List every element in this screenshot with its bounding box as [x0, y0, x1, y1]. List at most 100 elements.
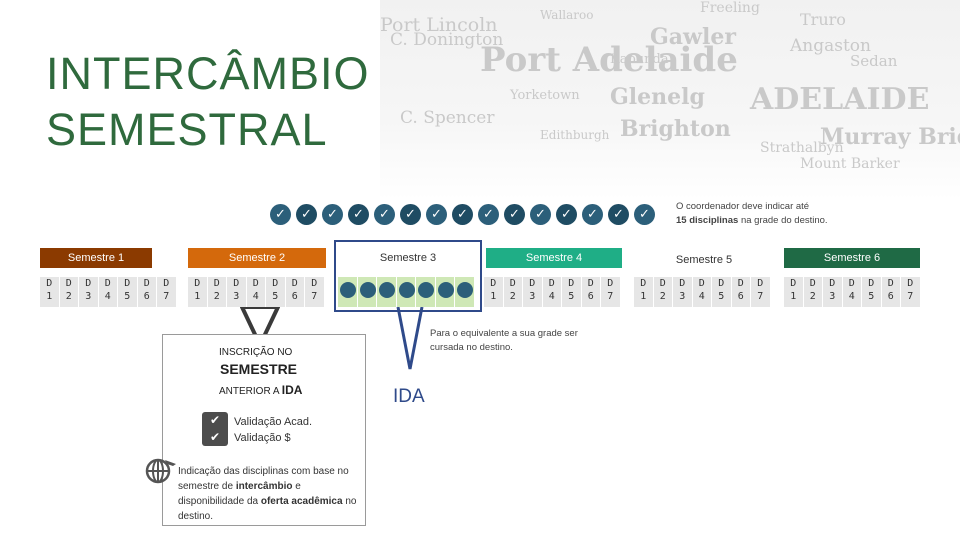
discipline-number: 3 [829, 291, 836, 302]
discipline-number: 1 [194, 291, 201, 302]
discipline-letter: D [887, 278, 894, 289]
semester-3-header: Semestre 3 [338, 248, 478, 268]
check-icon: ✓ [348, 204, 369, 225]
discipline-number: 4 [252, 291, 259, 302]
discipline-letter: D [640, 278, 647, 289]
enrollment-line-2: SEMESTRE [220, 361, 298, 377]
indication-text-e: no destino. [178, 496, 357, 522]
discipline-letter: D [272, 278, 279, 289]
callout-pointer [240, 307, 280, 347]
validation-academic: Validação Acad. [234, 416, 313, 428]
enrollment-line-3-bold: IDA [281, 383, 303, 397]
semester-6-header: Semestre 6 [784, 248, 920, 268]
discipline-number: 7 [311, 291, 318, 302]
discipline-cell [455, 277, 475, 307]
discipline-number: 1 [46, 291, 53, 302]
check-icon: ✓ [556, 204, 577, 225]
discipline-number: 1 [490, 291, 497, 302]
ida-label: IDA [393, 386, 425, 407]
check-icon: ✓ [478, 204, 499, 225]
discipline-number: 2 [509, 291, 516, 302]
discipline-letter: D [104, 278, 111, 289]
discipline-cell [396, 277, 416, 307]
discipline-letter: D [291, 278, 298, 289]
discipline-number: 7 [757, 291, 764, 302]
semester-1-header: Semestre 1 [40, 248, 152, 268]
check-icon [398, 282, 415, 298]
coordinator-note-bold: 15 disciplinas [676, 215, 739, 226]
discipline-letter: D [548, 278, 555, 289]
discipline-letter: D [809, 278, 816, 289]
check-icon: ✓ [452, 204, 473, 225]
indication-text-b: intercâmbio [235, 481, 293, 492]
discipline-number: 6 [143, 291, 150, 302]
check-icon [437, 282, 454, 298]
discipline-letter: D [194, 278, 201, 289]
discipline-letter: D [868, 278, 875, 289]
map-label: Wallaroo [540, 8, 594, 22]
discipline-cell [377, 277, 397, 307]
check-icon: ✓ [504, 204, 525, 225]
discipline-number: 3 [85, 291, 92, 302]
check-icon: ✓ [582, 204, 603, 225]
ida-pointer [396, 307, 424, 370]
title-line-2: SEMESTRAL [46, 104, 328, 155]
discipline-letter: D [143, 278, 150, 289]
discipline-letter: D [907, 278, 914, 289]
discipline-number: 7 [163, 291, 170, 302]
discipline-letter: D [490, 278, 497, 289]
semester-3-highlight [334, 240, 482, 312]
discipline-number: 5 [272, 291, 279, 302]
discipline-cell [357, 277, 377, 307]
map-label: Glenelg [610, 84, 705, 110]
map-label: Murray Bridge [820, 124, 960, 150]
page-title: INTERCÂMBIO SEMESTRAL [46, 46, 370, 158]
discipline-number: 4 [698, 291, 705, 302]
title-line-1: INTERCÂMBIO [46, 48, 370, 99]
discipline-number: 7 [607, 291, 614, 302]
discipline-number: 2 [213, 291, 220, 302]
equivalence-note-line-1: Para o equivalente a sua grade ser [430, 328, 578, 339]
semester-2-header: Semestre 2 [188, 248, 326, 268]
map-label: Gawler [650, 24, 736, 50]
discipline-letter: D [757, 278, 764, 289]
map-label: Freeling [700, 0, 760, 16]
check-icon [359, 282, 376, 298]
check-icon: ✓ [634, 204, 655, 225]
validation-list: Validação Acad. Validação $ [234, 414, 312, 446]
globe-plane-icon [145, 458, 176, 484]
discipline-number: 5 [868, 291, 875, 302]
semester-5-header: Semestre 5 [636, 250, 772, 270]
discipline-number: 3 [529, 291, 536, 302]
map-label: Angaston [790, 36, 871, 56]
discipline-number: 4 [104, 291, 111, 302]
check-icon: ✓ [608, 204, 629, 225]
discipline-letter: D [829, 278, 836, 289]
check-icon: ✓ [296, 204, 317, 225]
check-icon [340, 282, 356, 298]
discipline-letter: D [790, 278, 797, 289]
enrollment-callout [162, 334, 366, 526]
validation-financial: Validação $ [234, 432, 291, 444]
check-icon: ✓ [530, 204, 551, 225]
